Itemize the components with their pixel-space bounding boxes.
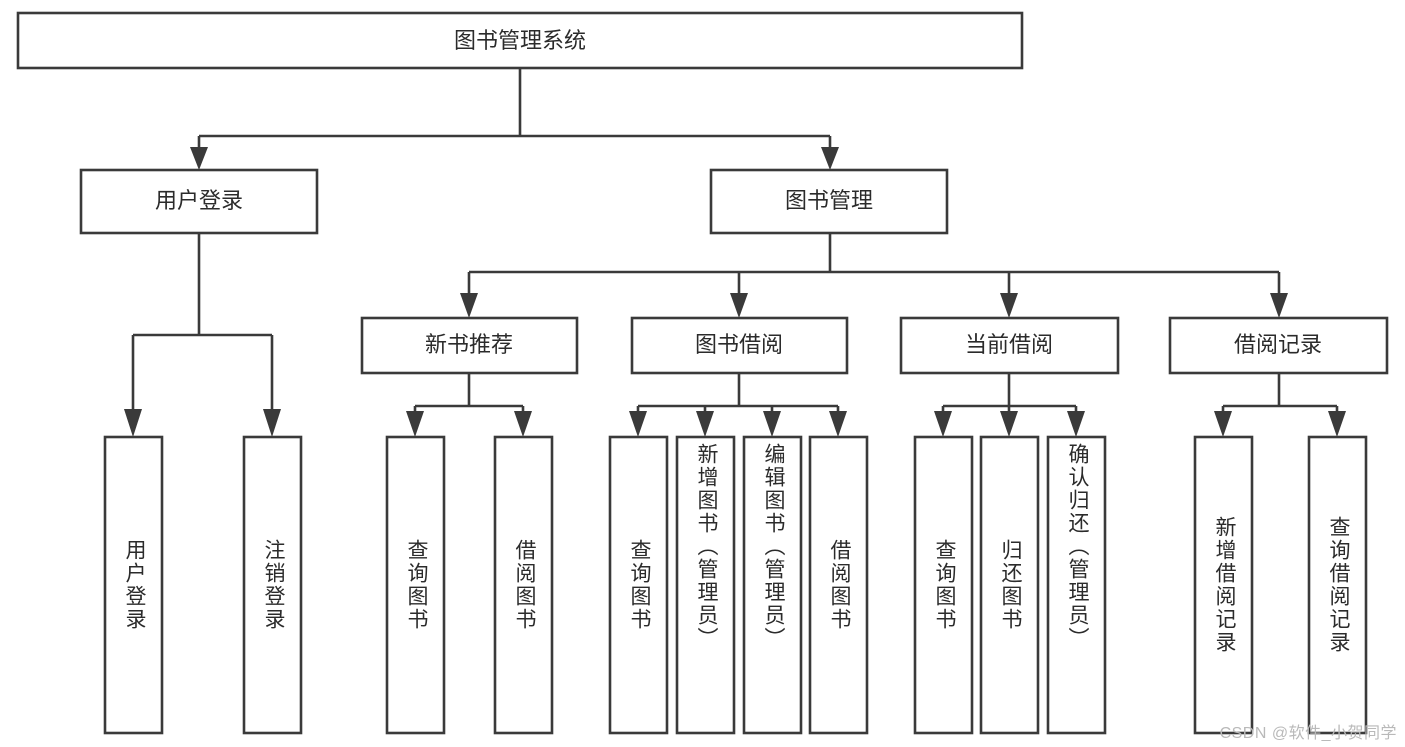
node-user-login[interactable]: 用户登录: [79, 168, 319, 235]
leaf-node-borrow-book-1[interactable]: [493, 435, 554, 735]
node-box-shape: [899, 316, 1120, 375]
node-borrow-record[interactable]: 借阅记录: [1168, 316, 1389, 375]
node-label: 当前借阅: [965, 332, 1053, 357]
node-box-shape: [360, 316, 579, 375]
connector-book-management-to-level3: [460, 233, 1288, 318]
node-new-book-recommend[interactable]: 新书推荐: [360, 316, 579, 375]
leaf-node-user-login[interactable]: [103, 435, 164, 735]
node-box-shape: [79, 168, 319, 235]
leaf-box-shape: [242, 435, 303, 735]
arrow-head-icon: [514, 411, 532, 437]
leaf-node-query-borrow-record[interactable]: [1307, 435, 1368, 735]
arrow-head-icon: [1000, 411, 1018, 437]
leaf-node-query-book-3[interactable]: [913, 435, 974, 735]
arrow-head-icon: [829, 411, 847, 437]
arrow-head-icon: [190, 147, 208, 170]
connector-user-login-to-leaves: [124, 233, 281, 437]
node-root[interactable]: 图书管理系统: [16, 11, 1024, 70]
connector-root-to-level2: [190, 68, 839, 170]
connector-borrow-record-to-leaves: [1214, 373, 1346, 437]
node-box-shape: [709, 168, 949, 235]
leaf-node-query-book-2[interactable]: [608, 435, 669, 735]
leaf-node-query-book-1[interactable]: [385, 435, 446, 735]
node-label: 图书借阅: [695, 332, 783, 357]
arrow-head-icon: [763, 411, 781, 437]
arrow-head-icon: [1067, 411, 1085, 437]
node-label: 图书管理系统: [454, 28, 586, 53]
arrow-head-icon: [821, 147, 839, 170]
node-label: 借阅记录: [1234, 332, 1322, 357]
node-book-management[interactable]: 图书管理: [709, 168, 949, 235]
connector-current-borrow-to-leaves: [934, 373, 1085, 437]
leaf-node-add-borrow-record[interactable]: [1193, 435, 1254, 735]
node-current-borrow[interactable]: 当前借阅: [899, 316, 1120, 375]
arrow-head-icon: [406, 411, 424, 437]
arrow-head-icon: [696, 411, 714, 437]
csdn-watermark: CSDN @软件_小贺同学: [1219, 725, 1397, 742]
node-box-shape: [1168, 316, 1389, 375]
arrow-head-icon: [934, 411, 952, 437]
node-box-shape: [16, 11, 1024, 70]
arrow-head-icon: [1000, 293, 1018, 318]
connector-new-book-recommend-to-leaves: [406, 373, 532, 437]
leaf-box-shape: [1307, 435, 1368, 735]
leaf-box-shape: [979, 435, 1040, 735]
node-label: 图书管理: [785, 188, 873, 213]
arrow-head-icon: [124, 409, 142, 437]
leaf-node-edit-book-admin[interactable]: [742, 435, 803, 735]
arrow-head-icon: [1270, 293, 1288, 318]
leaf-box-shape: [1193, 435, 1254, 735]
node-book-borrow[interactable]: 图书借阅: [630, 316, 849, 375]
leaf-box-shape: [742, 435, 803, 735]
arrow-head-icon: [1328, 411, 1346, 437]
leaf-node-logout-login[interactable]: [242, 435, 303, 735]
node-label: 新书推荐: [425, 332, 513, 357]
leaf-node-confirm-return-admin[interactable]: [1046, 435, 1107, 735]
node-box-shape: [630, 316, 849, 375]
leaf-box-shape: [675, 435, 736, 735]
leaf-node-return-book[interactable]: [979, 435, 1040, 735]
leaf-box-shape: [1046, 435, 1107, 735]
leaf-box-shape: [385, 435, 446, 735]
leaf-node-add-book-admin[interactable]: [675, 435, 736, 735]
leaf-box-shape: [103, 435, 164, 735]
leaf-box-shape: [808, 435, 869, 735]
arrow-head-icon: [460, 293, 478, 318]
node-label: 用户登录: [155, 188, 243, 213]
leaf-box-shape: [913, 435, 974, 735]
leaf-box-shape: [608, 435, 669, 735]
arrow-head-icon: [730, 293, 748, 318]
leaf-node-borrow-book-2[interactable]: [808, 435, 869, 735]
arrow-head-icon: [629, 411, 647, 437]
leaf-box-shape: [493, 435, 554, 735]
connector-book-borrow-to-leaves: [629, 373, 847, 437]
arrow-head-icon: [263, 409, 281, 437]
arrow-head-icon: [1214, 411, 1232, 437]
